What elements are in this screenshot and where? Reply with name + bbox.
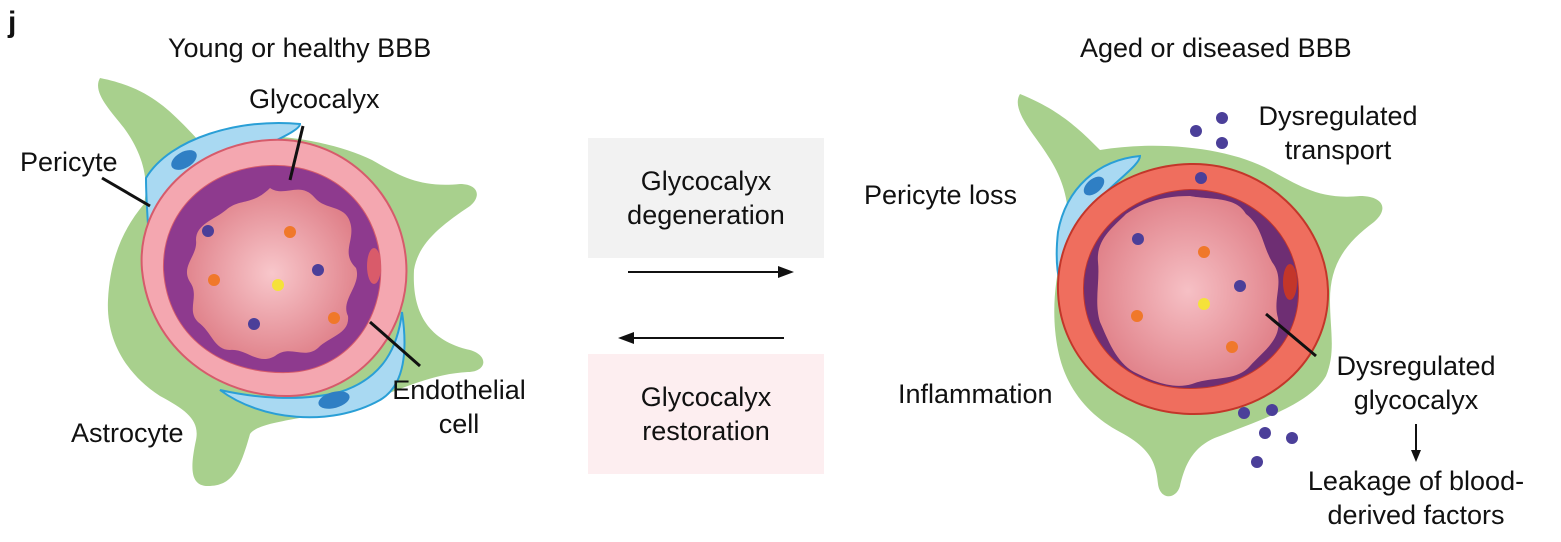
pericyte-nucleus xyxy=(318,391,350,409)
glycocalyx-label: Glycocalyx xyxy=(249,84,380,114)
dysregulated-glycocalyx-label: Dysregulated glycocalyx xyxy=(1316,349,1516,417)
transport-label: Dysregulated transport xyxy=(1240,99,1436,167)
factor-dot xyxy=(272,279,284,291)
leakage-line2: derived factors xyxy=(1327,500,1505,530)
endothelial-label: Endothelial cell xyxy=(384,373,534,441)
pericyte-label: Pericyte xyxy=(20,147,118,177)
factor-dot xyxy=(1195,172,1207,184)
lumen-healthy xyxy=(186,188,358,360)
factor-dot xyxy=(1234,280,1246,292)
endothelial-nucleus xyxy=(1283,264,1297,300)
dysregulated-glycocalyx-line1: Dysregulated xyxy=(1336,351,1496,381)
leak-dot xyxy=(1266,404,1278,416)
glycocalyx-leader xyxy=(288,125,305,181)
pericyte-nucleus xyxy=(171,150,197,170)
pericyte-leader xyxy=(101,176,151,208)
degeneration-box xyxy=(588,138,824,258)
factor-dot xyxy=(1226,341,1238,353)
transport-dot xyxy=(1190,125,1202,137)
reverse-arrow xyxy=(618,332,784,344)
leak-dot xyxy=(1251,456,1263,468)
leakage-label: Leakage of blood- derived factors xyxy=(1286,464,1546,532)
degeneration-text: Glycocalyx degeneration xyxy=(588,138,824,258)
factor-dot xyxy=(202,225,214,237)
panel-letter: j xyxy=(8,6,17,39)
pericyte-loss-label: Pericyte loss xyxy=(864,180,1018,210)
degeneration-line2: degeneration xyxy=(627,200,785,230)
astrocyte-label: Astrocyte xyxy=(71,418,184,448)
diseased-title: Aged or diseased BBB xyxy=(1080,33,1352,63)
factor-dot xyxy=(248,318,260,330)
leak-dot xyxy=(1259,427,1271,439)
pericyte-nucleus xyxy=(1083,176,1105,196)
factor-dot xyxy=(312,264,324,276)
restoration-line1: Glycocalyx xyxy=(640,382,772,412)
degeneration-line1: Glycocalyx xyxy=(640,166,772,196)
healthy-vessel xyxy=(98,78,484,486)
endothelial-leader xyxy=(369,320,421,368)
leak-dot xyxy=(1286,432,1298,444)
endothelial-label-line2: cell xyxy=(438,409,480,439)
factor-dot xyxy=(1198,246,1210,258)
endothelial-label-line1: Endothelial xyxy=(392,375,526,405)
restoration-box xyxy=(588,354,824,474)
lumen-diseased xyxy=(1097,196,1279,386)
leak-dot xyxy=(1238,407,1250,419)
transport-dot xyxy=(1216,137,1228,149)
factor-dot xyxy=(1131,310,1143,322)
leakage-line1: Leakage of blood- xyxy=(1307,466,1525,496)
factor-dot xyxy=(208,274,220,286)
transport-dot xyxy=(1216,112,1228,124)
forward-arrow xyxy=(628,266,794,278)
dysregulated-glycocalyx-line2: glycocalyx xyxy=(1353,385,1479,415)
down-arrow xyxy=(1411,424,1421,462)
restoration-line2: restoration xyxy=(642,416,770,446)
pericyte-healthy-bottom xyxy=(219,311,406,419)
factor-dot xyxy=(1132,233,1144,245)
transport-line2: transport xyxy=(1284,135,1392,165)
inflammation-label: Inflammation xyxy=(898,379,1053,409)
factor-dot xyxy=(1198,298,1210,310)
dysregulated-glycocalyx-leader xyxy=(1265,312,1317,358)
healthy-title: Young or healthy BBB xyxy=(168,33,432,63)
factor-dot xyxy=(328,312,340,324)
diseased-vessel xyxy=(1017,94,1421,497)
endothelial-nucleus xyxy=(367,248,381,284)
restoration-text: Glycocalyx restoration xyxy=(588,354,824,474)
factor-dot xyxy=(284,226,296,238)
transport-line1: Dysregulated xyxy=(1258,101,1418,131)
